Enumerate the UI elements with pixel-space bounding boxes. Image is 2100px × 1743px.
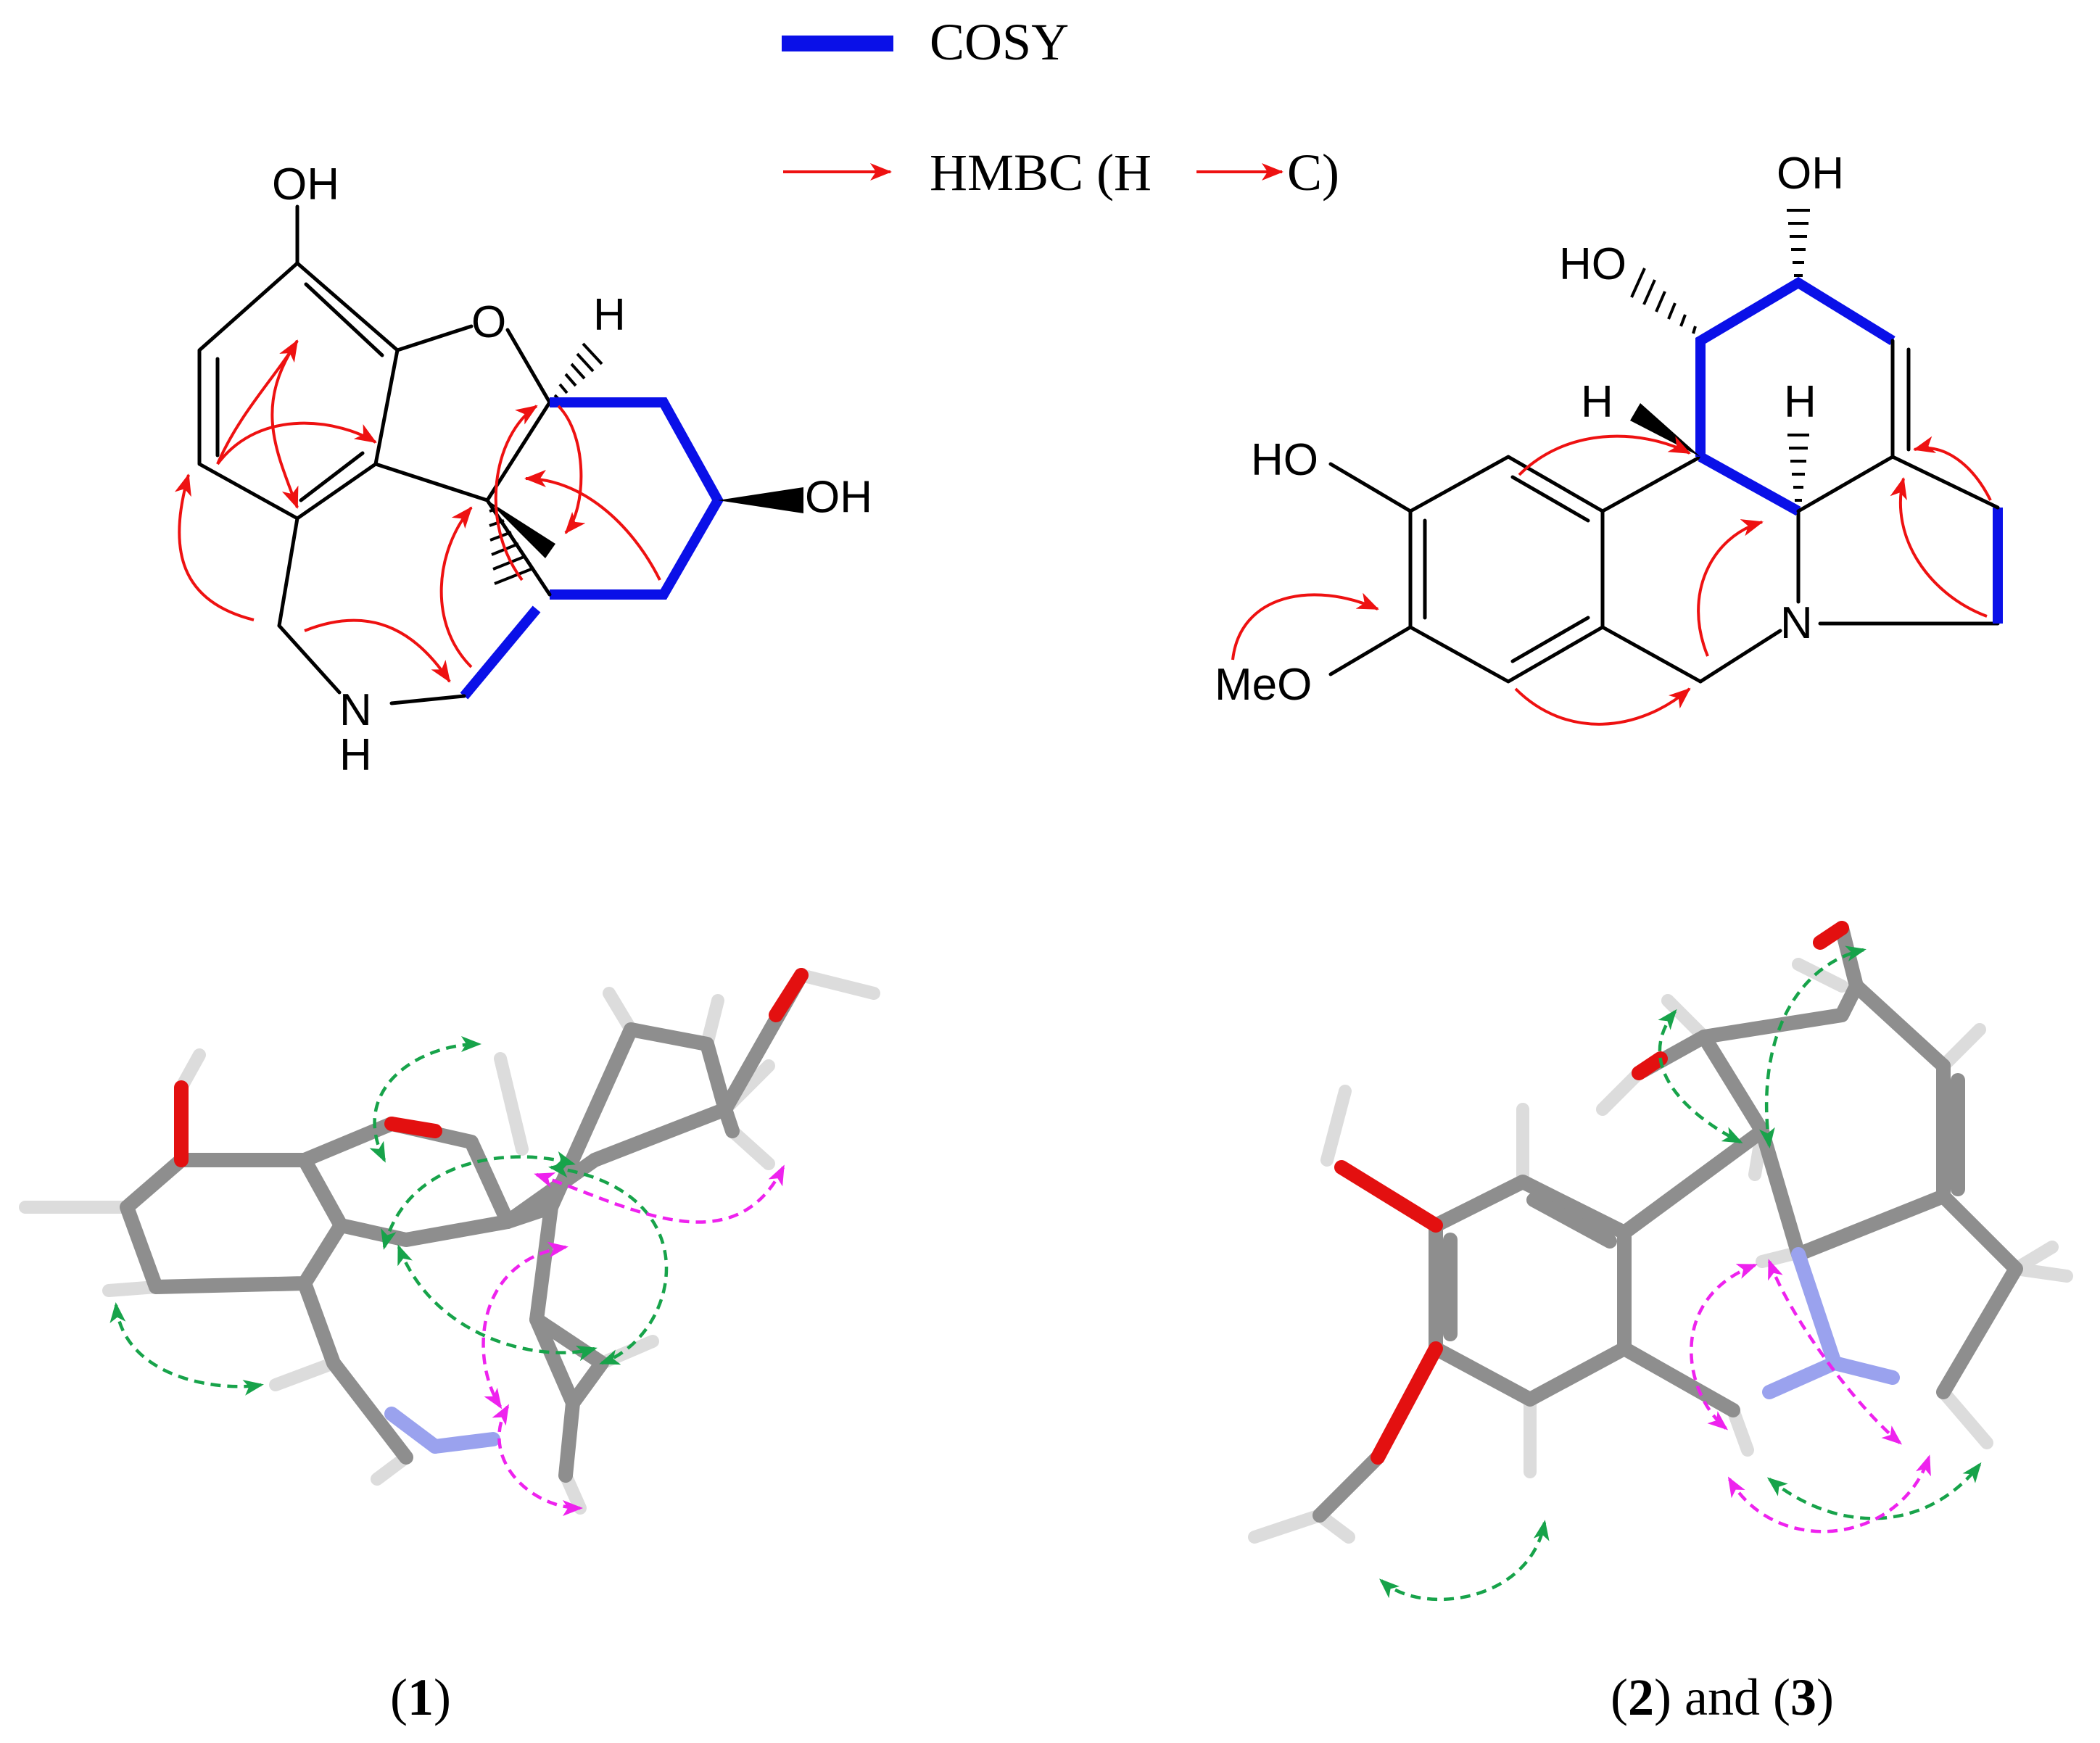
oh-bond xyxy=(1328,462,1413,513)
ring-bond xyxy=(1796,455,1895,513)
oxygen-stick xyxy=(384,1117,442,1138)
compound-2-3d-model xyxy=(1248,921,2073,1602)
nh-h-label: H xyxy=(339,730,372,780)
oh-right-label: OH xyxy=(805,472,872,522)
ring-bond xyxy=(389,694,466,705)
oh-top-label: OH xyxy=(1777,149,1844,199)
oxygen-stick xyxy=(769,968,809,1022)
cosy-bond-path xyxy=(460,605,541,700)
nitrogen-stick xyxy=(1791,1247,1842,1370)
solid-wedge xyxy=(487,500,555,558)
benzene-ring xyxy=(1408,455,1605,684)
caption-number: 3 xyxy=(1790,1668,1816,1726)
noe-arrows-compound-1 xyxy=(109,1036,785,1516)
oxygen-stick xyxy=(1632,1051,1668,1080)
ho-aryl-label: HO xyxy=(1251,435,1318,485)
compound-1-3d-model xyxy=(19,968,880,1516)
ring-bond xyxy=(1600,625,1703,684)
aromatic-double-bond xyxy=(1510,616,1590,663)
caption-open: ( xyxy=(390,1668,408,1726)
nitrogen-stick xyxy=(1762,1356,1842,1399)
ring-bond xyxy=(373,462,489,502)
benzene-ring xyxy=(197,261,400,521)
caption-compound-1: (1) xyxy=(390,1668,451,1726)
caption-number: 1 xyxy=(408,1668,434,1726)
compound-1-structure: OH O H OH N H xyxy=(174,160,872,780)
cosy-legend-label: COSY xyxy=(930,13,1069,71)
hmbc-arrows-compound-2 xyxy=(1231,434,1992,726)
ho-left-label: HO xyxy=(1559,239,1626,289)
hash-wedge xyxy=(1787,434,1809,502)
nitrogen-stick xyxy=(1827,1356,1900,1385)
oxygen-stick xyxy=(1813,921,1849,950)
cosy-bond-path xyxy=(1698,452,1801,516)
ring-bond xyxy=(1890,455,2000,510)
hmbc-legend-label-start: HMBC (H xyxy=(930,144,1152,202)
ring-bond xyxy=(395,324,474,352)
nitrogen-stick xyxy=(428,1432,500,1454)
ring-bond xyxy=(1698,629,1782,684)
nitrogen-stick xyxy=(384,1407,442,1454)
hmbc-legend-label-end: C) xyxy=(1287,144,1339,202)
aromatic-double-bond xyxy=(1510,475,1590,523)
legend: COSY HMBC (H C) xyxy=(782,13,1339,202)
n-label: N xyxy=(1780,598,1813,648)
meo-label: MeO xyxy=(1215,660,1312,710)
caption-close: ) xyxy=(1816,1668,1834,1726)
oxygen-stick xyxy=(1371,1341,1443,1465)
nh-n-label: N xyxy=(339,685,372,735)
caption-compound-2-3: (2) and (3) xyxy=(1611,1668,1834,1726)
o-ring-label: O xyxy=(471,297,506,347)
ring-bond xyxy=(277,516,299,628)
oh-top-label: OH xyxy=(272,160,339,210)
carbon-sticks xyxy=(120,968,809,1483)
noe-arrows-compound-2 xyxy=(1379,945,1982,1602)
aromatic-double-bond xyxy=(299,451,365,502)
hmbc-arrows-compound-1 xyxy=(174,339,661,683)
h-stereo-label: H xyxy=(593,290,626,340)
cosy-bond-path xyxy=(1695,276,1896,457)
hydrogen-sticks xyxy=(19,969,880,1515)
caption-open: ( xyxy=(1611,1668,1628,1726)
caption-close: ) xyxy=(434,1668,451,1726)
hash-wedge xyxy=(1787,209,1810,277)
h-left-label: H xyxy=(1581,377,1613,427)
ring-bond xyxy=(505,328,552,405)
hash-wedge xyxy=(553,342,603,400)
caption-mid: ) and ( xyxy=(1654,1668,1790,1726)
caption-number: 2 xyxy=(1628,1668,1654,1726)
solid-wedge xyxy=(718,487,803,513)
ring-bond xyxy=(277,624,342,695)
oxygen-stick xyxy=(1334,1160,1443,1233)
compound-2-structure: HO MeO N OH HO H xyxy=(1215,149,2003,726)
h-mid-label: H xyxy=(1784,377,1816,427)
ring-bond xyxy=(1600,455,1703,513)
solid-wedge xyxy=(1630,403,1700,457)
hash-wedge xyxy=(1630,268,1697,334)
aromatic-double-bond xyxy=(304,282,384,357)
ome-bond xyxy=(1328,625,1413,676)
